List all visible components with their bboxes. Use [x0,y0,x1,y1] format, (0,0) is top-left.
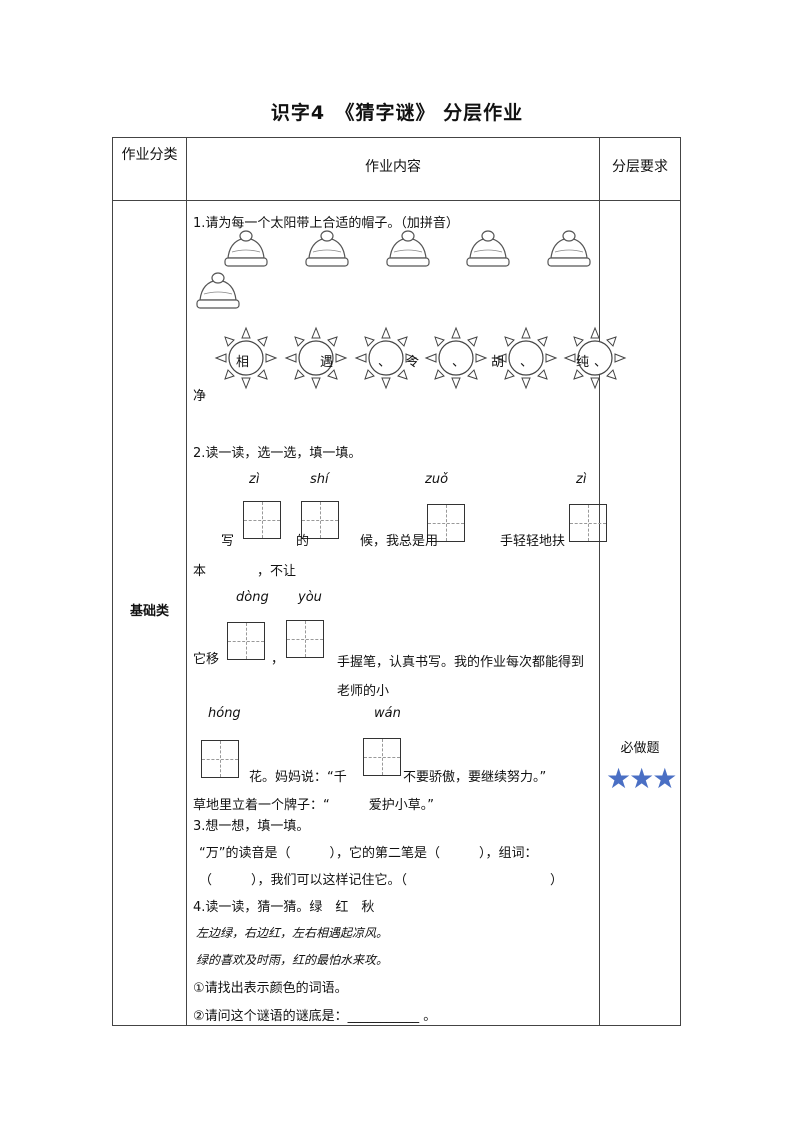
pinyin-you: yòu [298,590,322,605]
sun-mark-4: 、 [452,355,466,370]
answer-box[interactable] [569,504,607,542]
q2-text: 本 [193,564,207,579]
pinyin-zi-2: zì [576,472,587,487]
header-content: 作业内容 [365,159,421,175]
table-right-border [680,137,681,1026]
sun-char-4: 胡 [491,355,505,370]
hat-icon [547,230,591,267]
pinyin-hong: hóng [208,706,241,721]
table-col-divider-2 [599,137,600,1026]
sun-mark-5: 、 [520,355,534,370]
answer-box[interactable] [286,620,324,658]
q2-text: 它移 [193,652,220,667]
q4-sub1: ①请找出表示颜色的词语。 [193,981,348,996]
q3-line2: （ ），我们可以这样记住它。（ ） [199,873,564,888]
table-left-border [112,137,113,1026]
table-bottom-border [112,1025,681,1026]
hat-icon [305,230,349,267]
q2-text: 手轻轻地扶 [500,534,566,549]
sun-icon [284,326,348,390]
sun-icon [563,326,627,390]
answer-box[interactable] [243,501,281,539]
riddle-line-2: 绿的喜欢及时雨，红的最怕水来攻。 [196,953,389,967]
hat-icon [386,230,430,267]
q2-text: 写 [221,534,235,549]
pinyin-dong: dòng [236,590,269,605]
sun-char-6: 净 [193,389,207,404]
pinyin-zi: zì [249,472,260,487]
q4-prompt: 4.读一读，猜一猜。绿 红 秋 [193,900,375,915]
pinyin-zuo: zuǒ [425,472,449,487]
sun-icon [494,326,558,390]
answer-box[interactable] [201,740,239,778]
q1-prompt: 1.请为每一个太阳带上合适的帽子。（加拼音） [193,216,459,231]
q2-text: 手握笔，认真书写。我的作业每次都能得到老师的小 [337,655,585,699]
pinyin-shi: shí [310,472,329,487]
level-required: 必做题 [620,741,660,756]
sun-char-3: 令 [406,355,420,370]
category-basic: 基础类 [129,604,169,619]
header-level: 分层要求 [612,159,668,175]
q2-text: 的 [296,534,310,549]
hat-icon [224,230,268,267]
q2-text: 候，我总是用 [360,534,439,549]
q2-text: ，不让 [257,564,297,579]
q2-text: 花。妈妈说：“千 [249,770,347,785]
answer-box[interactable] [363,738,401,776]
q3-prompt: 3.想一想，填一填。 [193,819,310,834]
sun-char-5: 纯 [576,355,590,370]
header-category: 作业分类 [113,138,186,200]
table-col-divider-1 [186,137,187,1026]
hat-icon [196,272,240,309]
sun-icon [354,326,418,390]
q4-sub2: ②请问这个谜语的谜底是：___________ 。 [193,1009,437,1024]
header-category-text: 作业分类 [121,147,178,163]
answer-box[interactable] [427,504,465,542]
sun-mark-6: 、 [594,355,608,370]
answer-box[interactable] [301,501,339,539]
q2-text: 草地里立着一个牌子：“ 爱护小草。” [193,798,434,813]
sun-icon [424,326,488,390]
answer-box[interactable] [227,622,265,660]
difficulty-stars: ★★★ [606,762,677,795]
page-title: 识字4 《猜字谜》 分层作业 [270,102,524,124]
riddle-line-1: 左边绿，右边红，左右相遇起凉风。 [196,926,389,940]
hat-icon [466,230,510,267]
q2-text: 不要骄傲，要继续努力。” [403,770,547,785]
table-top-border [112,137,681,138]
table-header-divider [112,200,681,201]
sun-char-1: 相 [236,355,250,370]
sun-char-2: 遇 [320,355,334,370]
sun-mark-3: 、 [378,355,392,370]
sun-icon [214,326,278,390]
pinyin-wan: wán [374,706,401,721]
q2-prompt: 2.读一读，选一选，填一填。 [193,446,362,461]
q2-text: ， [271,652,285,667]
q3-line1: “万”的读音是（ ），它的第二笔是（ ），组词： [199,846,538,861]
